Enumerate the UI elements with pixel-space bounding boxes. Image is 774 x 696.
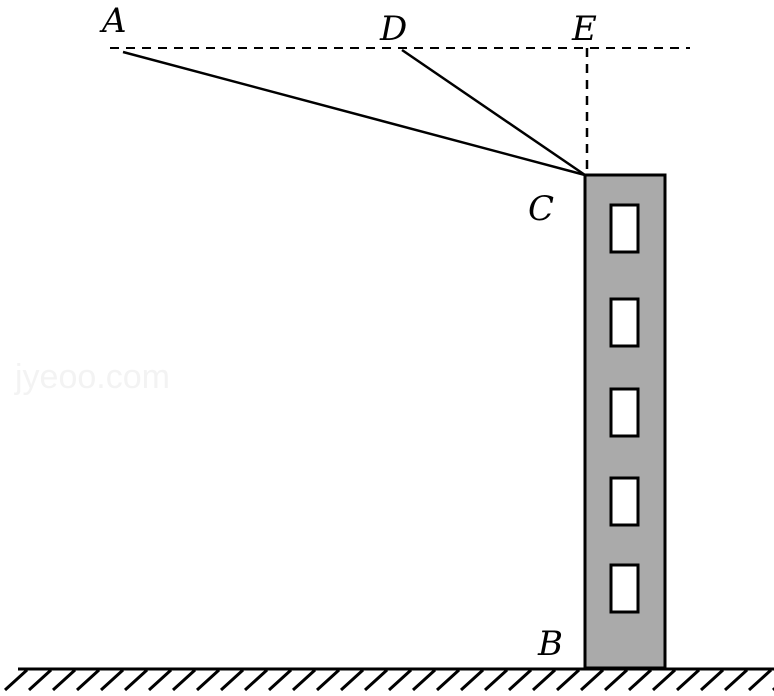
window [609,476,640,527]
hatch-mark [531,668,557,692]
hatch-mark [99,668,125,692]
hatch-mark [675,668,701,692]
hatch-mark [387,668,413,692]
window [609,297,640,348]
hatch-mark [27,668,53,692]
hatch-mark [435,668,461,692]
hatch-mark [267,668,293,692]
label-e: E [571,9,597,49]
hatch-mark [699,668,725,692]
window [609,563,640,614]
label-c: C [528,189,554,229]
hatch-mark [75,668,101,692]
line-ac [122,50,586,177]
line-dc [401,48,586,177]
hatch-mark [363,668,389,692]
hatch-mark [51,668,77,692]
hatch-mark [315,668,341,692]
hatch-mark [723,668,749,692]
hatch-mark [627,668,653,692]
hatch-mark [147,668,173,692]
ground-hatching [3,668,774,692]
hatch-mark [459,668,485,692]
hatch-mark [243,668,269,692]
hatch-mark [651,668,677,692]
hatch-mark [507,668,533,692]
hatch-mark [291,668,317,692]
hatch-mark [195,668,221,692]
hatch-mark [171,668,197,692]
label-a: A [99,1,127,41]
hatch-mark [579,668,605,692]
hatch-mark [555,668,581,692]
hatch-mark [483,668,509,692]
hatch-mark [603,668,629,692]
label-b: B [537,624,563,664]
window [609,387,640,438]
hatch-mark [219,668,245,692]
label-d: D [379,9,407,49]
window [609,203,640,254]
hatch-mark [123,668,149,692]
hatch-mark [747,668,773,692]
hatch-mark [339,668,365,692]
hatch-mark [3,668,29,692]
watermark: jyeoo.com [14,358,170,396]
hatch-mark [411,668,437,692]
building-windows [609,203,640,614]
